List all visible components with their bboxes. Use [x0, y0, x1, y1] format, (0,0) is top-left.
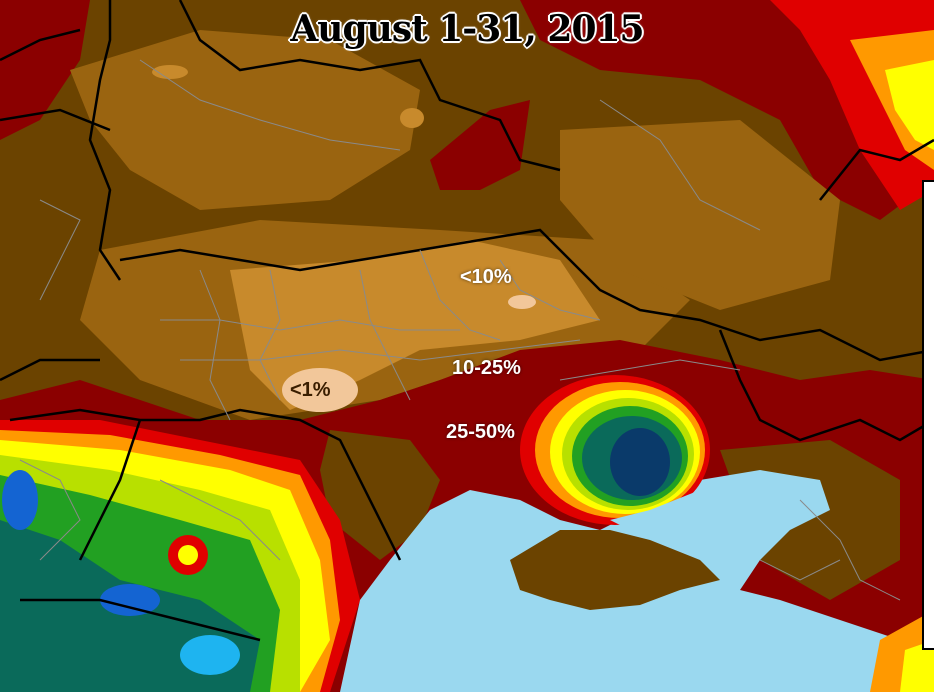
wet-zone-southeast-yellow: [900, 640, 934, 692]
dry-ring-yellow: [178, 545, 198, 565]
wet-anomaly-east-navy: [610, 428, 670, 496]
wet-spot-blue2: [2, 470, 38, 530]
label-below-10-percent: <10%: [460, 266, 512, 288]
country-borders: [0, 0, 934, 642]
brown-patch-east: [560, 120, 840, 310]
label-below-1-percent: <1%: [290, 379, 331, 401]
legend-panel-edge: [922, 180, 934, 650]
crimea-peninsula: [510, 530, 720, 610]
dry-zone-north-left: [0, 0, 90, 140]
wet-spot-blue: [100, 584, 160, 616]
dry-belt-north-blob: [430, 100, 530, 190]
dry-zone-northeast-yellow: [885, 60, 934, 150]
tan-spot-below1: [282, 368, 358, 412]
map-title: August 1-31, 2015: [290, 8, 644, 50]
tan-spot-north2: [400, 108, 424, 128]
light-brown-zone: [230, 240, 600, 410]
label-25-50-percent: 25-50%: [446, 421, 515, 443]
sea-of-azov: [610, 480, 820, 535]
tan-spot-north: [152, 65, 188, 79]
wet-spot-cyan: [180, 635, 240, 675]
tan-spot-below10: [508, 295, 536, 309]
label-10-25-percent: 10-25%: [452, 357, 521, 379]
region-borders: [19, 59, 901, 601]
